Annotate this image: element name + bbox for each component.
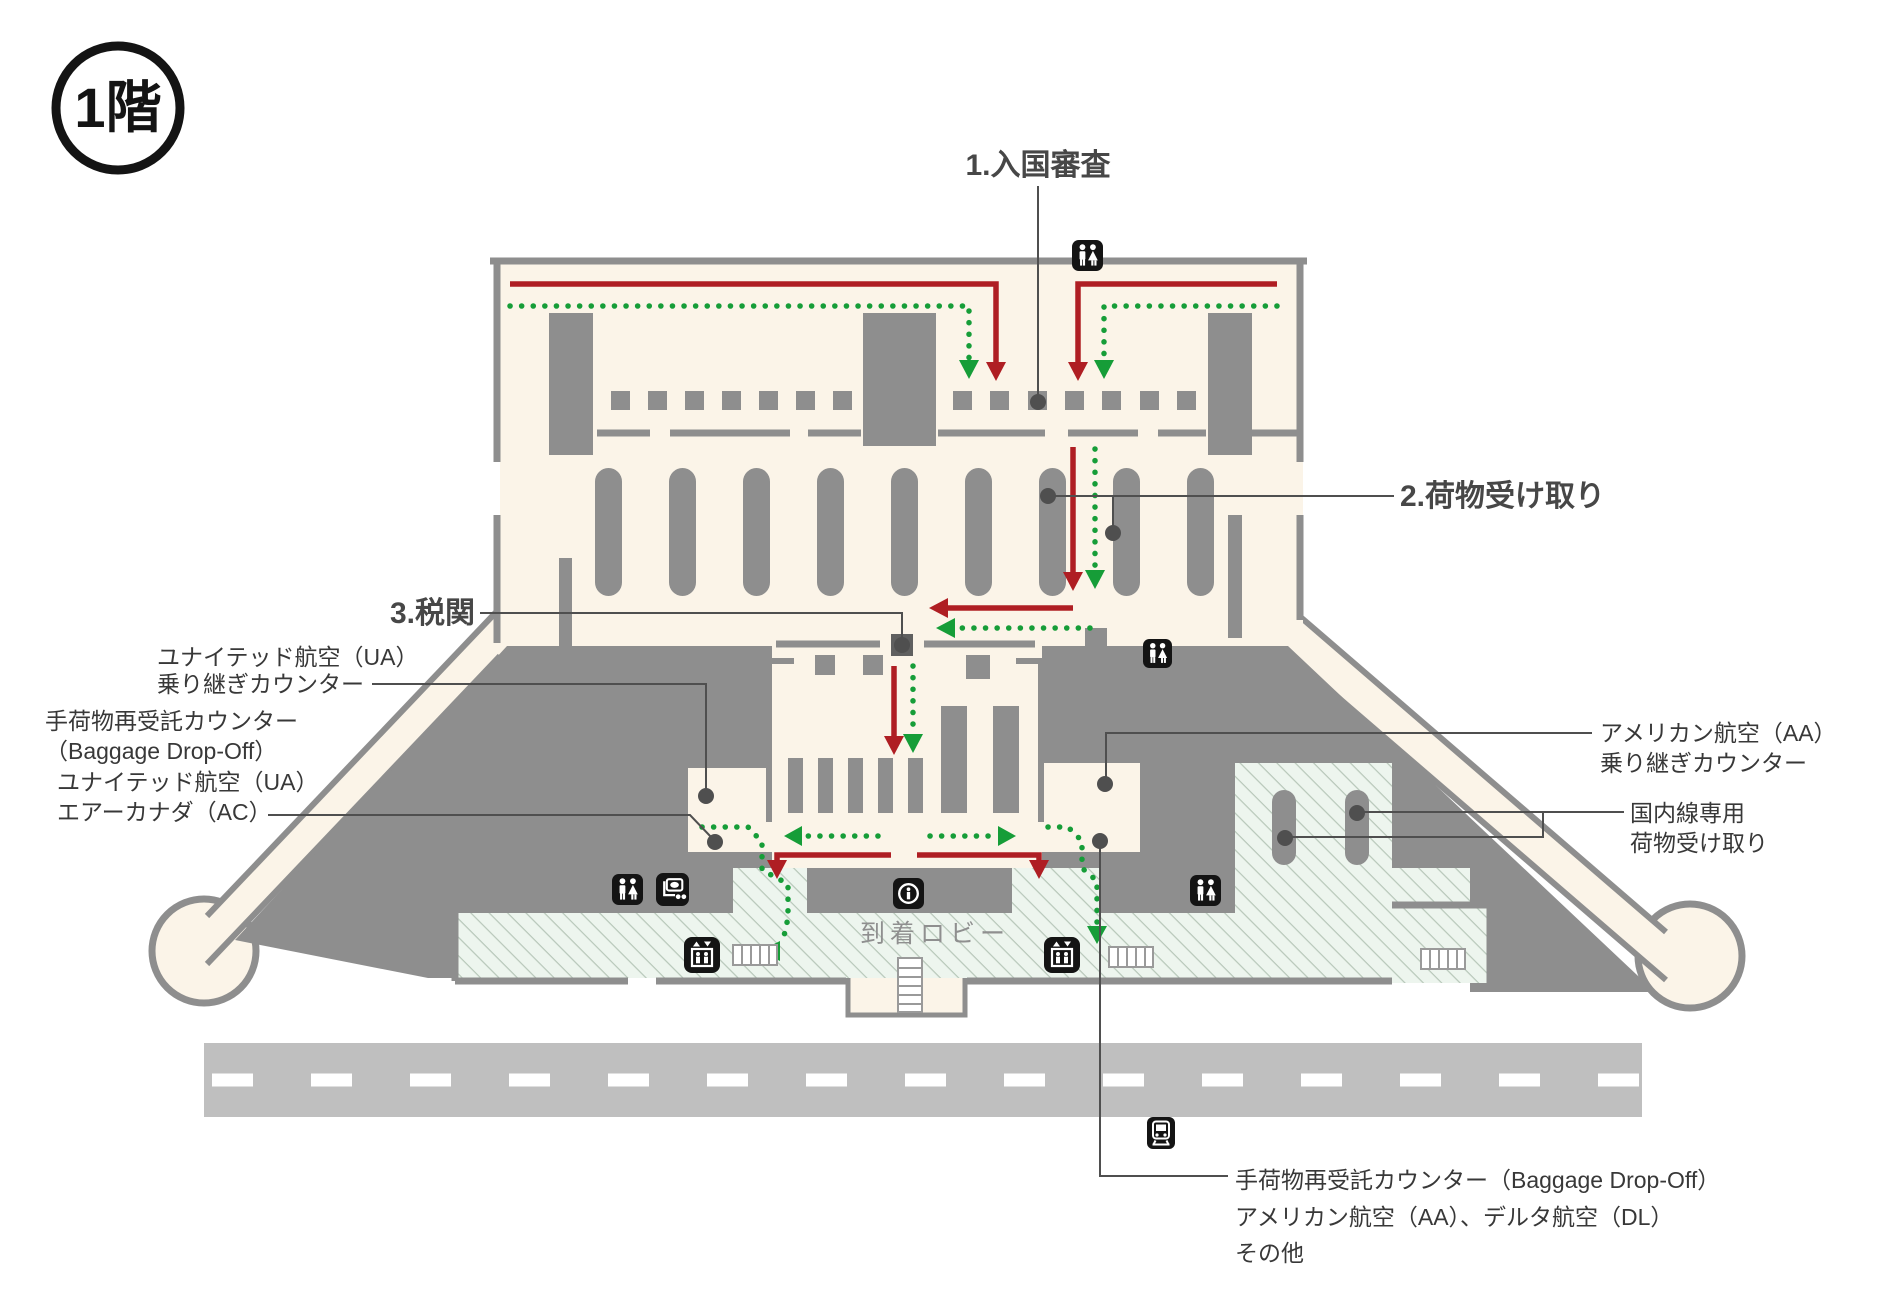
lobby-right-step bbox=[1392, 905, 1490, 983]
label-arrival-lobby: 到着ロビー bbox=[860, 920, 1010, 948]
baggage-carousel bbox=[1272, 790, 1296, 865]
baggage-carousel bbox=[1113, 468, 1140, 596]
svg-text:荷物受け取り: 荷物受け取り bbox=[1630, 830, 1768, 856]
svg-text:ユナイテッド航空（UA）: ユナイテッド航空（UA） bbox=[157, 644, 419, 670]
baggage-carousel bbox=[743, 468, 770, 596]
customs-booth bbox=[788, 758, 803, 813]
train-icon bbox=[1147, 1117, 1175, 1149]
information-icon bbox=[893, 878, 924, 909]
customs-booth bbox=[908, 758, 923, 813]
baggage-carousel bbox=[965, 468, 992, 596]
flow-route-red-arrowheads bbox=[767, 362, 1088, 879]
svg-text:アメリカン航空（AA）: アメリカン航空（AA） bbox=[1600, 720, 1837, 746]
pillar bbox=[1228, 515, 1242, 638]
immigration-booths bbox=[611, 391, 1196, 410]
lobby-walls bbox=[451, 901, 1494, 985]
stairs-icon bbox=[732, 944, 778, 966]
customs-booth bbox=[818, 758, 833, 813]
label-ua-transfer: ユナイテッド航空（UA） 乗り継ぎカウンター bbox=[157, 644, 419, 697]
svg-text:その他: その他 bbox=[1235, 1240, 1304, 1266]
restroom-icon bbox=[1072, 240, 1103, 271]
customs-booth bbox=[848, 758, 863, 813]
callout-immigration: 1.入国審査 bbox=[965, 149, 1110, 182]
flow-route-red bbox=[510, 281, 1277, 860]
svg-text:ユナイテッド航空（UA）: ユナイテッド航空（UA） bbox=[57, 769, 319, 795]
baggage-carousel bbox=[891, 468, 918, 596]
leader-dots bbox=[698, 394, 1365, 850]
svg-text:国内線専用: 国内線専用 bbox=[1630, 800, 1745, 826]
callout-baggage-claim: 2.荷物受け取り bbox=[1400, 480, 1605, 513]
baggage-carousel bbox=[1187, 468, 1214, 596]
label-aa-baggage-dropoff: 手荷物再受託カウンター（Baggage Drop-Off） アメリカン航空（AA… bbox=[1235, 1167, 1720, 1266]
svg-text:手荷物再受託カウンター（Baggage Drop-Off）: 手荷物再受託カウンター（Baggage Drop-Off） bbox=[1235, 1167, 1720, 1193]
baggage-cart-icon bbox=[656, 873, 689, 906]
aa-transfer-counter-area bbox=[1040, 763, 1140, 852]
left-restricted-zone bbox=[235, 646, 772, 978]
label-aa-transfer: アメリカン航空（AA） 乗り継ぎカウンター bbox=[1600, 720, 1837, 776]
svg-text:乗り継ぎカウンター: 乗り継ぎカウンター bbox=[1600, 750, 1807, 776]
floor-badge: 1階 bbox=[51, 41, 185, 175]
baggage-carousel bbox=[595, 468, 622, 596]
baggage-carousel bbox=[817, 468, 844, 596]
label-domestic-baggage: 国内線専用 荷物受け取り bbox=[1630, 800, 1768, 856]
exit-stairs-icon bbox=[897, 957, 923, 1013]
svg-text:（Baggage Drop-Off）: （Baggage Drop-Off） bbox=[45, 738, 277, 764]
svg-text:エアーカナダ（AC）: エアーカナダ（AC） bbox=[57, 799, 272, 825]
floor-badge-label: 1階 bbox=[74, 76, 161, 139]
center-exit-bay bbox=[845, 957, 968, 1018]
pillar bbox=[549, 313, 593, 455]
restroom-icon bbox=[612, 874, 643, 905]
label-ua-baggage-dropoff: 手荷物再受託カウンター （Baggage Drop-Off） ユナイテッド航空（… bbox=[45, 708, 319, 825]
baggage-carousel bbox=[669, 468, 696, 596]
outer-walls bbox=[490, 257, 1307, 643]
restroom-icon bbox=[1143, 639, 1172, 668]
svg-text:乗り継ぎカウンター: 乗り継ぎカウンター bbox=[157, 671, 364, 697]
immigration-hall bbox=[549, 313, 1298, 712]
pillar bbox=[863, 313, 936, 446]
ua-transfer-counter-area bbox=[688, 768, 772, 852]
customs-booth bbox=[878, 758, 893, 813]
customs-booth bbox=[941, 706, 967, 813]
stairs-icon bbox=[1420, 948, 1466, 970]
baggage-carousel bbox=[1039, 468, 1066, 596]
callout-customs: 3.税関 bbox=[390, 597, 475, 630]
elevator-icon bbox=[1044, 937, 1080, 973]
flow-route-green bbox=[507, 303, 1280, 939]
leader-lines bbox=[268, 186, 1624, 1177]
road bbox=[204, 1043, 1642, 1117]
baggage-carousels bbox=[595, 468, 1214, 596]
pillar bbox=[559, 558, 572, 712]
elevator-icon bbox=[684, 937, 720, 973]
baggage-carousel bbox=[1345, 790, 1369, 865]
stairs-icon bbox=[1108, 946, 1154, 968]
customs-booth bbox=[993, 706, 1019, 813]
svg-text:アメリカン航空（AA）、デルタ航空（DL）: アメリカン航空（AA）、デルタ航空（DL） bbox=[1235, 1204, 1673, 1230]
svg-text:手荷物再受託カウンター: 手荷物再受託カウンター bbox=[45, 708, 298, 734]
map-labels: 1.入国審査 2.荷物受け取り 3.税関 ユナイテッド航空（UA） 乗り継ぎカウ… bbox=[45, 149, 1837, 1266]
restroom-icon bbox=[1190, 875, 1221, 906]
